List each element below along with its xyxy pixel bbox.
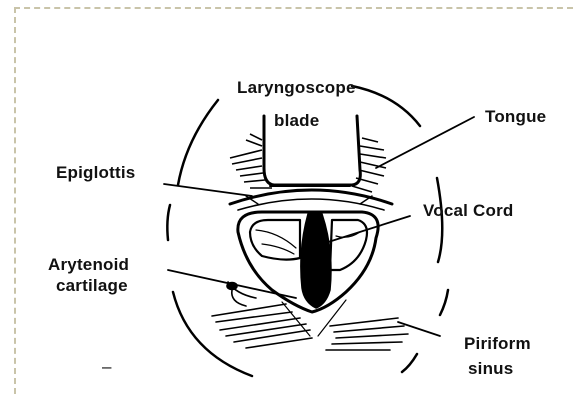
vocal-cord-label: Vocal Cord xyxy=(423,200,513,221)
tongue-label: Tongue xyxy=(485,106,546,127)
piriform-sinus-label: Piriform sinus xyxy=(464,333,531,379)
arytenoid-label-line-1: Arytenoid xyxy=(48,254,129,275)
laryngoscope-label-line-1: Laryngoscope xyxy=(237,77,356,98)
epiglottis-shape xyxy=(230,190,392,210)
arytenoid-label-line-2: cartilage xyxy=(48,275,129,296)
piriform-label-line-2: sinus xyxy=(464,358,531,379)
piriform-label-line-1: Piriform xyxy=(464,333,531,354)
laryngoscope-blade-label: Laryngoscope xyxy=(237,77,356,98)
blade-label: blade xyxy=(274,110,319,131)
epiglottis-leader-line xyxy=(164,184,252,196)
arytenoid-cartilage-label: Arytenoid cartilage xyxy=(48,254,129,296)
stray-dash-mark: – xyxy=(102,356,112,377)
tongue-leader-line xyxy=(376,117,474,168)
glottis-shape xyxy=(238,212,378,312)
tongue-hatching xyxy=(230,134,386,192)
epiglottis-label: Epiglottis xyxy=(56,162,135,183)
blade-label-line-2: blade xyxy=(274,110,319,131)
